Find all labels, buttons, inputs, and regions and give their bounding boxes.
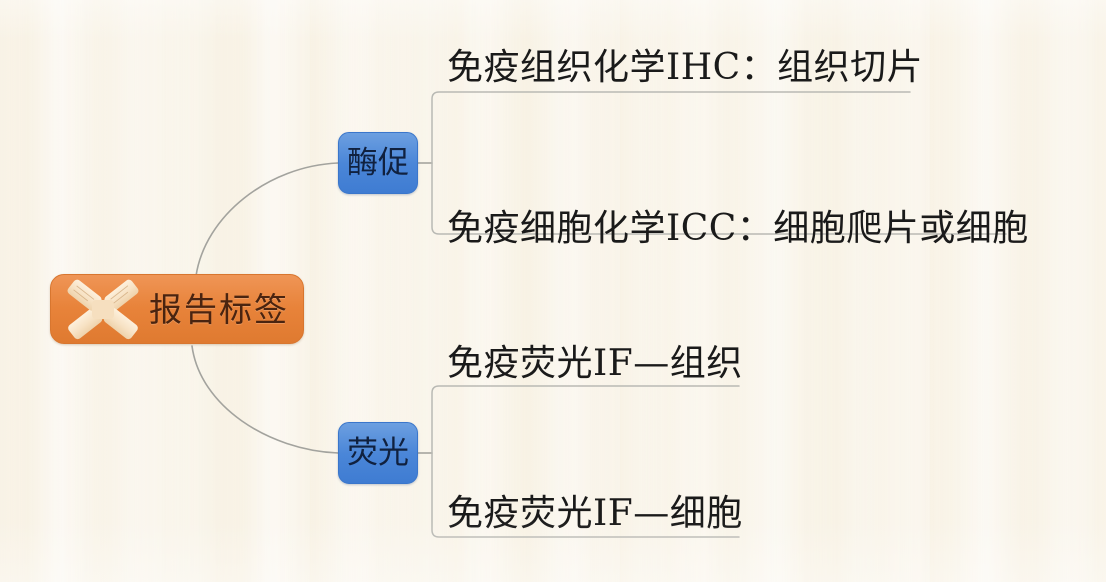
link-root-to-enzyme [195,162,339,277]
root-node-report-tag[interactable]: 报告标签 [50,274,304,344]
branch-node-fluorescence[interactable]: 荧光 [338,422,418,484]
scroll-bundle-icon [59,278,147,340]
leaf-node-icc[interactable]: 免疫细胞化学ICC：细胞爬片或细胞 [447,208,1029,249]
link-root-to-fluorescence [191,345,339,454]
leaf-node-ihc[interactable]: 免疫组织化学IHC：组织切片 [447,47,924,88]
branch-node-enzyme-label: 酶促 [347,144,409,181]
leaf-node-if-cell[interactable]: 免疫荧光IF—细胞 [447,493,743,534]
leaf-node-if-tissue[interactable]: 免疫荧光IF—组织 [447,343,743,384]
root-node-label: 报告标签 [149,289,289,329]
branch-node-fluorescence-label: 荧光 [347,434,409,471]
branch-node-enzyme[interactable]: 酶促 [338,132,418,194]
